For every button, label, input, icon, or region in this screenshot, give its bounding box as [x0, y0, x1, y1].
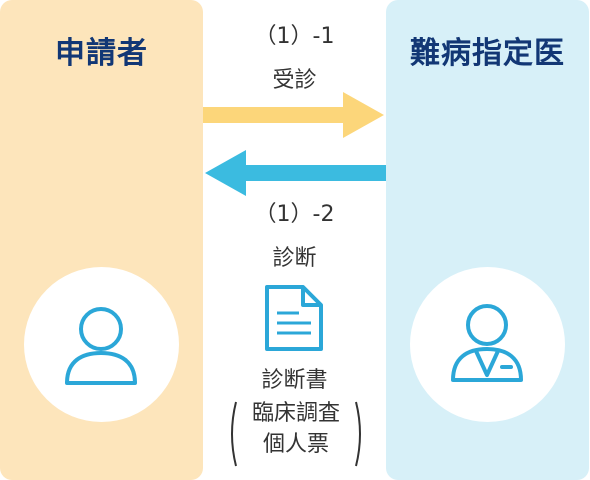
step1-number: （1）-1 — [254, 24, 335, 49]
document-subtitle-line2: 個人票 — [262, 432, 329, 457]
doctor-avatar — [410, 267, 565, 422]
applicant-panel: 申請者 — [0, 0, 203, 480]
step2-label: 診断 — [272, 246, 317, 271]
step1-arrow — [203, 92, 384, 138]
parentheses — [231, 401, 361, 467]
step1-label: 受診 — [272, 68, 317, 93]
document-title: 診断書 — [261, 368, 328, 393]
document-subtitle: 臨床調査 個人票 — [228, 398, 364, 470]
document-subtitle-line1: 臨床調査 — [251, 401, 340, 426]
doctor-icon — [451, 304, 523, 382]
applicant-title: 申請者 — [55, 36, 148, 71]
doctor-title: 難病指定医 — [410, 36, 565, 71]
document-icon — [265, 285, 323, 351]
person-icon — [65, 307, 137, 385]
applicant-avatar — [24, 267, 179, 422]
step2-number: （1）-2 — [254, 202, 335, 227]
step2-arrow — [205, 150, 386, 196]
doctor-panel: 難病指定医 — [386, 0, 589, 480]
